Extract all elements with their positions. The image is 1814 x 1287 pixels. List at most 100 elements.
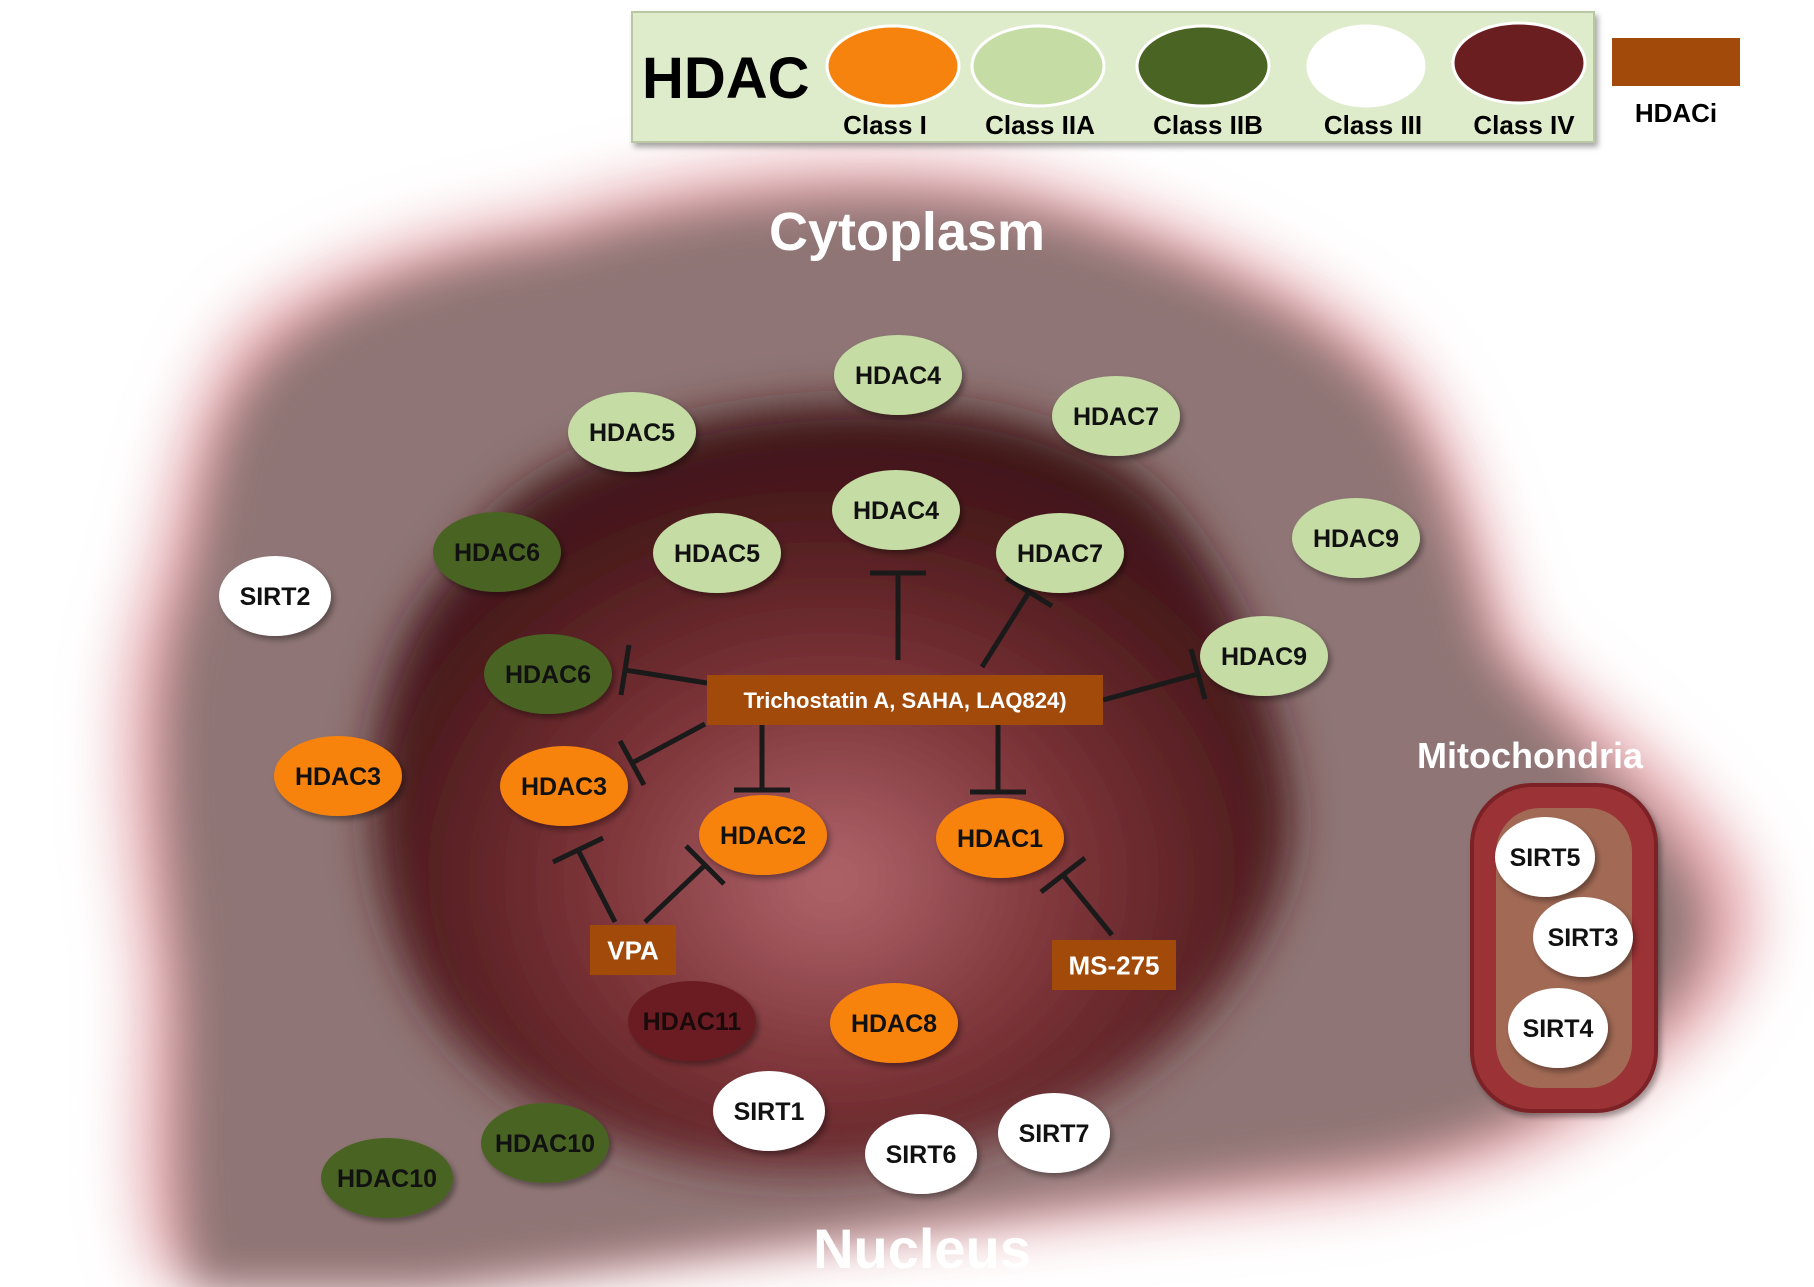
inhibit-hdac3-by-tsa (617, 721, 707, 787)
inhibit-hdac3-by-vpa (551, 835, 618, 924)
enzyme-label: HDAC6 (505, 661, 591, 689)
enzyme-shape (628, 981, 756, 1061)
enzyme-shape (1508, 988, 1608, 1068)
enzyme-label: HDAC8 (851, 1010, 937, 1038)
enzyme-nuc-hdac5: HDAC5 (653, 513, 781, 593)
enzyme-label: HDAC4 (853, 497, 939, 525)
enzyme-label: HDAC9 (1313, 525, 1399, 553)
enzyme-shape (713, 1071, 825, 1151)
inhibitor-label: MS-275 (1068, 950, 1159, 980)
legend-label-class-iii: Class III (1324, 110, 1422, 140)
inhibit-hdac4 (870, 570, 926, 660)
enzyme-mito-sirt3: SIRT3 (1533, 897, 1633, 977)
enzyme-shape (321, 1138, 453, 1218)
inhibit-hdac7 (979, 575, 1054, 669)
cytoplasm-label: Cytoplasm (769, 202, 1045, 262)
enzyme-shape (996, 513, 1124, 593)
enzyme-label: HDAC11 (643, 1008, 742, 1036)
enzyme-shape (1495, 817, 1595, 897)
inhibitor-label: Trichostatin A, SAHA, LAQ824) (743, 688, 1066, 713)
legend-title: HDAC (642, 46, 810, 111)
enzyme-cyto-hdac7: HDAC7 (1052, 376, 1180, 456)
enzyme-nuc-hdac7: HDAC7 (996, 513, 1124, 593)
enzyme-label: HDAC3 (295, 763, 381, 791)
inhibitor-box (590, 925, 676, 975)
inhibit-hdac2-by-tsa (734, 724, 790, 793)
enzyme-label: SIRT7 (1019, 1120, 1090, 1148)
legend-box (631, 11, 1595, 143)
legend-inhibitor-swatch (1612, 38, 1740, 86)
legend: HDAC Class I Class IIA Class IIB Class III C… (631, 11, 1740, 143)
enzyme-cyto-hdac4: HDAC4 (834, 335, 962, 415)
enzyme-label: SIRT5 (1510, 844, 1581, 872)
enzyme-label: HDAC10 (495, 1130, 595, 1158)
enzyme-shape (936, 798, 1064, 878)
inhibitor-box (707, 675, 1103, 725)
inhibitor-vpa: VPA (590, 925, 676, 975)
legend-label-class-iia: Class IIA (985, 110, 1095, 140)
enzyme-nuc-sirt6: SIRT6 (865, 1114, 977, 1194)
enzyme-nodes: HDAC4HDAC5HDAC7HDAC9HDAC6SIRT2HDAC3HDAC1… (219, 335, 1633, 1218)
enzyme-shape (998, 1093, 1110, 1173)
inhibitor-ms275: MS-275 (1052, 940, 1176, 990)
legend-swatch-class-i (825, 24, 961, 108)
enzyme-label: HDAC7 (1073, 403, 1159, 431)
legend-swatch-class-iii (1306, 24, 1426, 108)
legend-label-class-i: Class I (843, 110, 927, 140)
enzyme-nuc-sirt7: SIRT7 (998, 1093, 1110, 1173)
enzyme-shape (830, 983, 958, 1063)
enzyme-nuc-sirt1: SIRT1 (713, 1071, 825, 1151)
enzyme-label: HDAC5 (674, 540, 760, 568)
enzyme-shape (699, 795, 827, 875)
enzyme-shape (834, 335, 962, 415)
enzyme-label: HDAC10 (337, 1165, 437, 1193)
enzyme-shape (568, 392, 696, 472)
enzyme-cyto-hdac3: HDAC3 (274, 736, 402, 816)
enzyme-nuc-hdac4: HDAC4 (832, 470, 960, 550)
nucleus-label: Nucleus (813, 1217, 1031, 1280)
enzyme-shape (219, 556, 331, 636)
enzyme-mito-sirt4: SIRT4 (1508, 988, 1608, 1068)
enzyme-shape (481, 1103, 609, 1183)
enzyme-label: SIRT1 (734, 1098, 805, 1126)
enzyme-label: HDAC5 (589, 419, 675, 447)
enzyme-cyto-hdac5: HDAC5 (568, 392, 696, 472)
enzyme-nuc-hdac2: HDAC2 (699, 795, 827, 875)
enzyme-nuc-hdac11: HDAC11 (628, 981, 756, 1061)
enzyme-shape (500, 746, 628, 826)
legend-label-class-iv: Class IV (1473, 110, 1575, 140)
enzyme-shape (484, 634, 612, 714)
enzyme-shape (1292, 498, 1420, 578)
enzyme-label: HDAC3 (521, 773, 607, 801)
enzyme-label: SIRT2 (240, 583, 311, 611)
enzyme-label: HDAC4 (855, 362, 941, 390)
inhibit-hdac1-by-ms275 (1039, 856, 1114, 937)
enzyme-shape (653, 513, 781, 593)
enzyme-label: HDAC6 (454, 539, 540, 567)
legend-swatch-class-iib (1135, 24, 1271, 108)
inhibit-hdac9 (1102, 648, 1208, 703)
legend-label-class-iib: Class IIB (1153, 110, 1263, 140)
enzyme-nuc-hdac9: HDAC9 (1200, 616, 1328, 696)
enzyme-cyto-hdac10: HDAC10 (321, 1138, 453, 1218)
enzyme-shape (433, 512, 561, 592)
inhibition-lines (551, 570, 1208, 937)
enzyme-nuc-hdac10: HDAC10 (481, 1103, 609, 1183)
enzyme-label: HDAC2 (720, 822, 806, 850)
enzyme-nuc-hdac3: HDAC3 (500, 746, 628, 826)
enzyme-label: SIRT4 (1523, 1015, 1594, 1043)
mitochondria-label: Mitochondria (1417, 735, 1644, 776)
enzyme-label: SIRT6 (886, 1141, 957, 1169)
enzyme-label: SIRT3 (1548, 924, 1619, 952)
enzyme-label: HDAC9 (1221, 643, 1307, 671)
inhibitor-boxes: Trichostatin A, SAHA, LAQ824) VPA MS-275 (590, 675, 1176, 990)
enzyme-nuc-hdac6: HDAC6 (484, 634, 612, 714)
enzyme-shape (865, 1114, 977, 1194)
legend-swatch-class-iia (970, 24, 1106, 108)
enzyme-shape (832, 470, 960, 550)
inhibit-hdac6 (618, 644, 708, 696)
inhibitor-label: VPA (607, 935, 659, 965)
legend-inhibitor-label: HDACi (1635, 98, 1717, 128)
enzyme-label: HDAC7 (1017, 540, 1103, 568)
